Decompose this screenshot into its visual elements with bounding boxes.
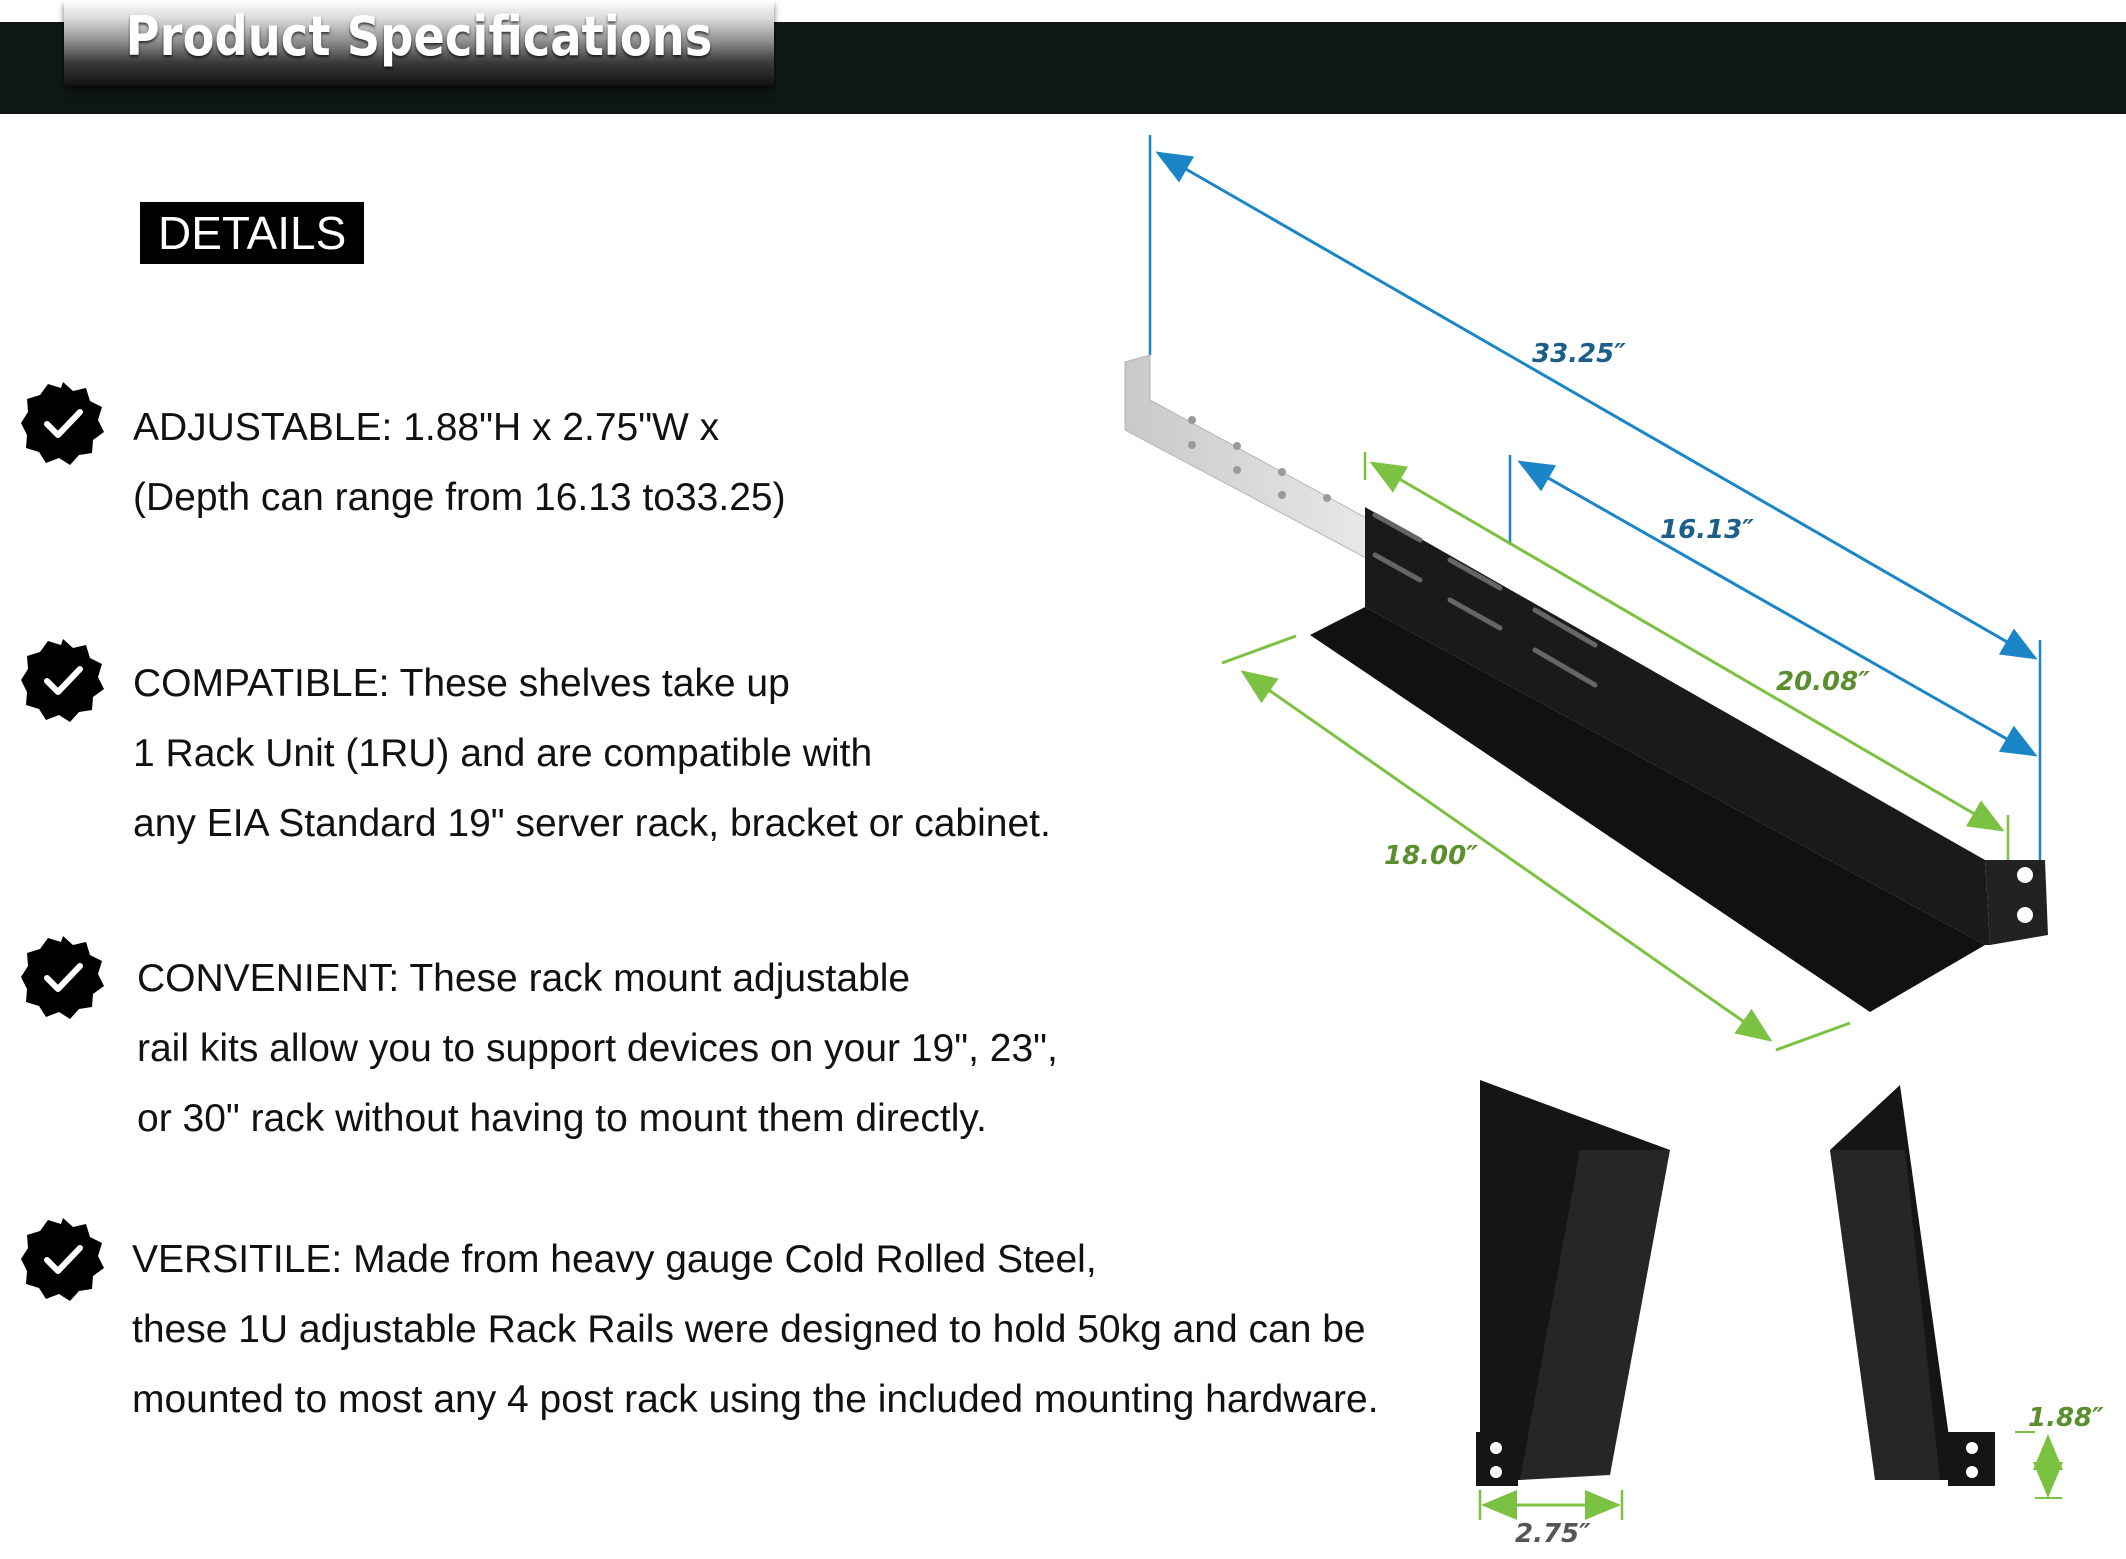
dimension-line-total-depth — [1155, 151, 2038, 660]
shelf-base — [1310, 607, 1985, 1012]
feature-line: 1 Rack Unit (1RU) and are compatible wit… — [133, 732, 873, 775]
badge-check-icon — [21, 639, 104, 722]
details-label: DETAILS — [140, 202, 365, 264]
dimension-line-shelf-length — [1240, 670, 1773, 1042]
page-title: Product Specifications — [125, 5, 713, 68]
label-rail-length: 20.08″ — [1776, 667, 1870, 697]
feature-line: rail kits allow you to support devices o… — [137, 1027, 1058, 1070]
feature-line: these 1U adjustable Rack Rails were desi… — [132, 1308, 1366, 1351]
shelf-ear — [1985, 860, 2048, 945]
feature-line: mounted to most any 4 post rack using th… — [132, 1378, 1379, 1421]
shelf-rail-wall — [1365, 507, 1990, 945]
dimension-line-rail-length — [1369, 461, 2005, 832]
badge-check-icon — [21, 382, 104, 465]
feature-line: VERSITILE: Made from heavy gauge Cold Ro… — [132, 1238, 1097, 1281]
label-height: 1.88″ — [2028, 1403, 2104, 1433]
badge-check-icon — [21, 936, 104, 1019]
feature-line: or 30" rack without having to mount them… — [137, 1097, 987, 1140]
label-total-depth: 33.25″ — [1532, 339, 1626, 369]
label-shelf-length: 18.00″ — [1384, 841, 1478, 871]
label-min-depth: 16.13″ — [1660, 515, 1754, 545]
feature-line: (Depth can range from 16.13 to33.25) — [133, 476, 786, 519]
feature-line: CONVENIENT: These rack mount adjustable — [137, 957, 911, 1000]
badge-check-icon — [21, 1218, 104, 1301]
label-width: 2.75″ — [1515, 1519, 1591, 1549]
feature-line: COMPATIBLE: These shelves take up — [133, 662, 790, 705]
extension-rail — [1124, 354, 1371, 561]
header-tab: Product Specifications — [64, 0, 774, 86]
feature-line: any EIA Standard 19" server rack, bracke… — [133, 802, 1051, 845]
feature-line: ADJUSTABLE: 1.88"H x 2.75"W x — [133, 406, 720, 449]
